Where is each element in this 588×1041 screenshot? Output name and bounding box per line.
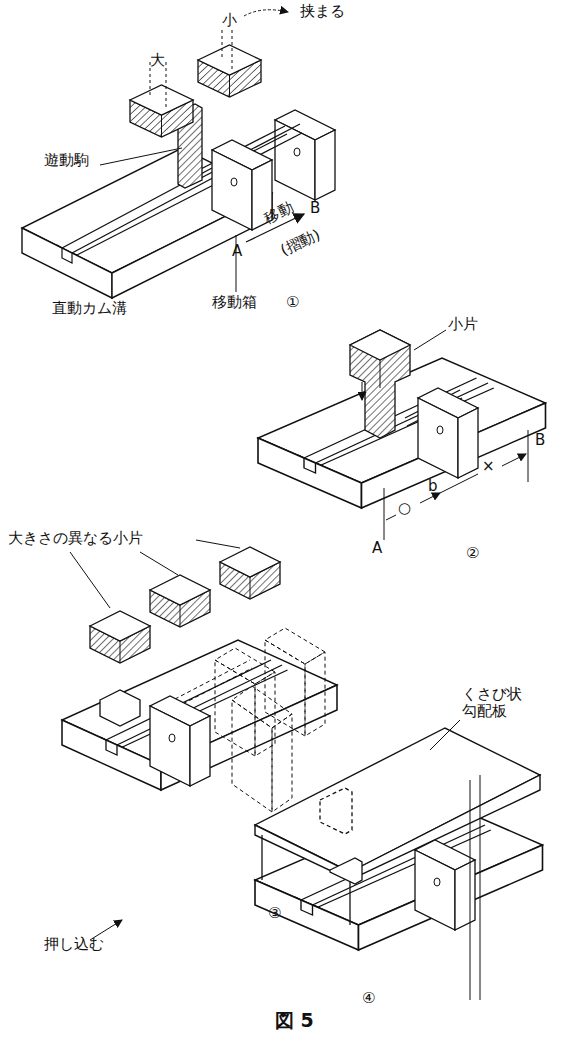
callout-label: 挟まる <box>300 3 345 20</box>
motion-label: (摺動) <box>278 226 323 259</box>
figure-number: ② <box>466 545 479 562</box>
figure-number: ④ <box>362 990 375 1007</box>
point-label: A <box>232 243 242 260</box>
figure-number: ③ <box>268 905 281 922</box>
callout-label: 小 <box>222 12 237 29</box>
figure-number: ① <box>286 294 299 311</box>
part-name: くさび状 勾配板 <box>462 686 530 721</box>
part-name: 大きさの異なる小片 <box>8 530 143 547</box>
point-label: B <box>535 432 545 449</box>
figure-caption: 図 5 <box>275 1008 314 1034</box>
callout-label: 大 <box>150 52 165 69</box>
part-name: 小片 <box>448 316 478 333</box>
action-label: 押し込む <box>44 936 104 953</box>
ok-mark: ○ <box>398 500 411 517</box>
point-label: b <box>428 478 438 495</box>
point-label: A <box>372 540 382 557</box>
part-name: 移動箱 <box>212 294 257 311</box>
point-label: B <box>310 200 320 217</box>
part-name: 遊動駒 <box>44 152 89 169</box>
ng-mark: × <box>482 458 495 475</box>
part-name: 直動カム溝 <box>52 300 127 317</box>
